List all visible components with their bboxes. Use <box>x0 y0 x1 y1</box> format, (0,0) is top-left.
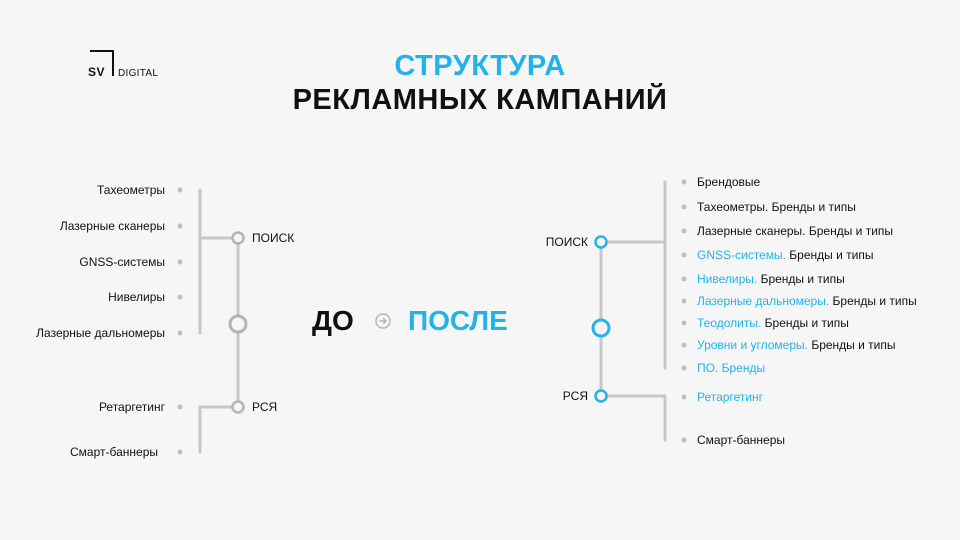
after-rsya-label: РСЯ <box>562 389 588 403</box>
arrow-right-circle-icon <box>375 313 391 329</box>
before-label: ДО <box>312 305 354 336</box>
logo-sv-text: SV <box>88 65 107 79</box>
sv-digital-logo: SV DIGITAL <box>88 50 168 82</box>
after-search-item: Брендовые <box>697 175 761 189</box>
before-search-item: Лазерные дальномеры <box>36 326 165 340</box>
before-search-item: Лазерные сканеры <box>59 219 165 233</box>
after-search-item: ПО. Бренды <box>697 361 766 375</box>
before-rsya-node <box>231 400 245 414</box>
after-search-item: Уровни и угломеры. Бренды и типы <box>697 338 896 352</box>
before-search-label: ПОИСК <box>252 231 295 245</box>
after-rsya-node <box>594 389 608 403</box>
after-search-item: Нивелиры. Бренды и типы <box>697 272 845 286</box>
before-rsya-item: Смарт-баннеры <box>70 445 158 459</box>
before-rsya-item: Ретаргетинг <box>98 400 165 414</box>
before-rsya-label: РСЯ <box>252 400 278 414</box>
after-root-node <box>591 318 611 338</box>
after-search-item: Теодолиты. Бренды и типы <box>697 316 849 330</box>
before-search-item: GNSS-системы <box>79 255 165 269</box>
before-search-item: Тахеометры <box>97 183 165 197</box>
logo-frame <box>90 50 114 76</box>
after-search-item: GNSS-системы. Бренды и типы <box>697 248 874 262</box>
after-label: ПОСЛЕ <box>408 305 508 336</box>
logo-digital-text: DIGITAL <box>118 68 159 79</box>
after-search-label: ПОИСК <box>545 235 588 249</box>
after-rsya-item: Ретаргетинг <box>697 390 764 404</box>
after-search-item: Тахеометры. Бренды и типы <box>697 200 856 214</box>
before-search-item: Нивелиры <box>108 290 165 304</box>
title-line-1: СТРУКТУРА <box>394 50 566 82</box>
after-rsya-item: Смарт-баннеры <box>697 433 785 447</box>
after-search-item: Лазерные дальномеры. Бренды и типы <box>697 294 917 308</box>
before-root-node <box>228 314 248 334</box>
title-line-2: РЕКЛАМНЫХ КАМПАНИЙ <box>292 84 668 116</box>
before-search-node <box>231 231 245 245</box>
after-search-item: Лазерные сканеры. Бренды и типы <box>697 224 894 238</box>
after-search-node <box>594 235 608 249</box>
